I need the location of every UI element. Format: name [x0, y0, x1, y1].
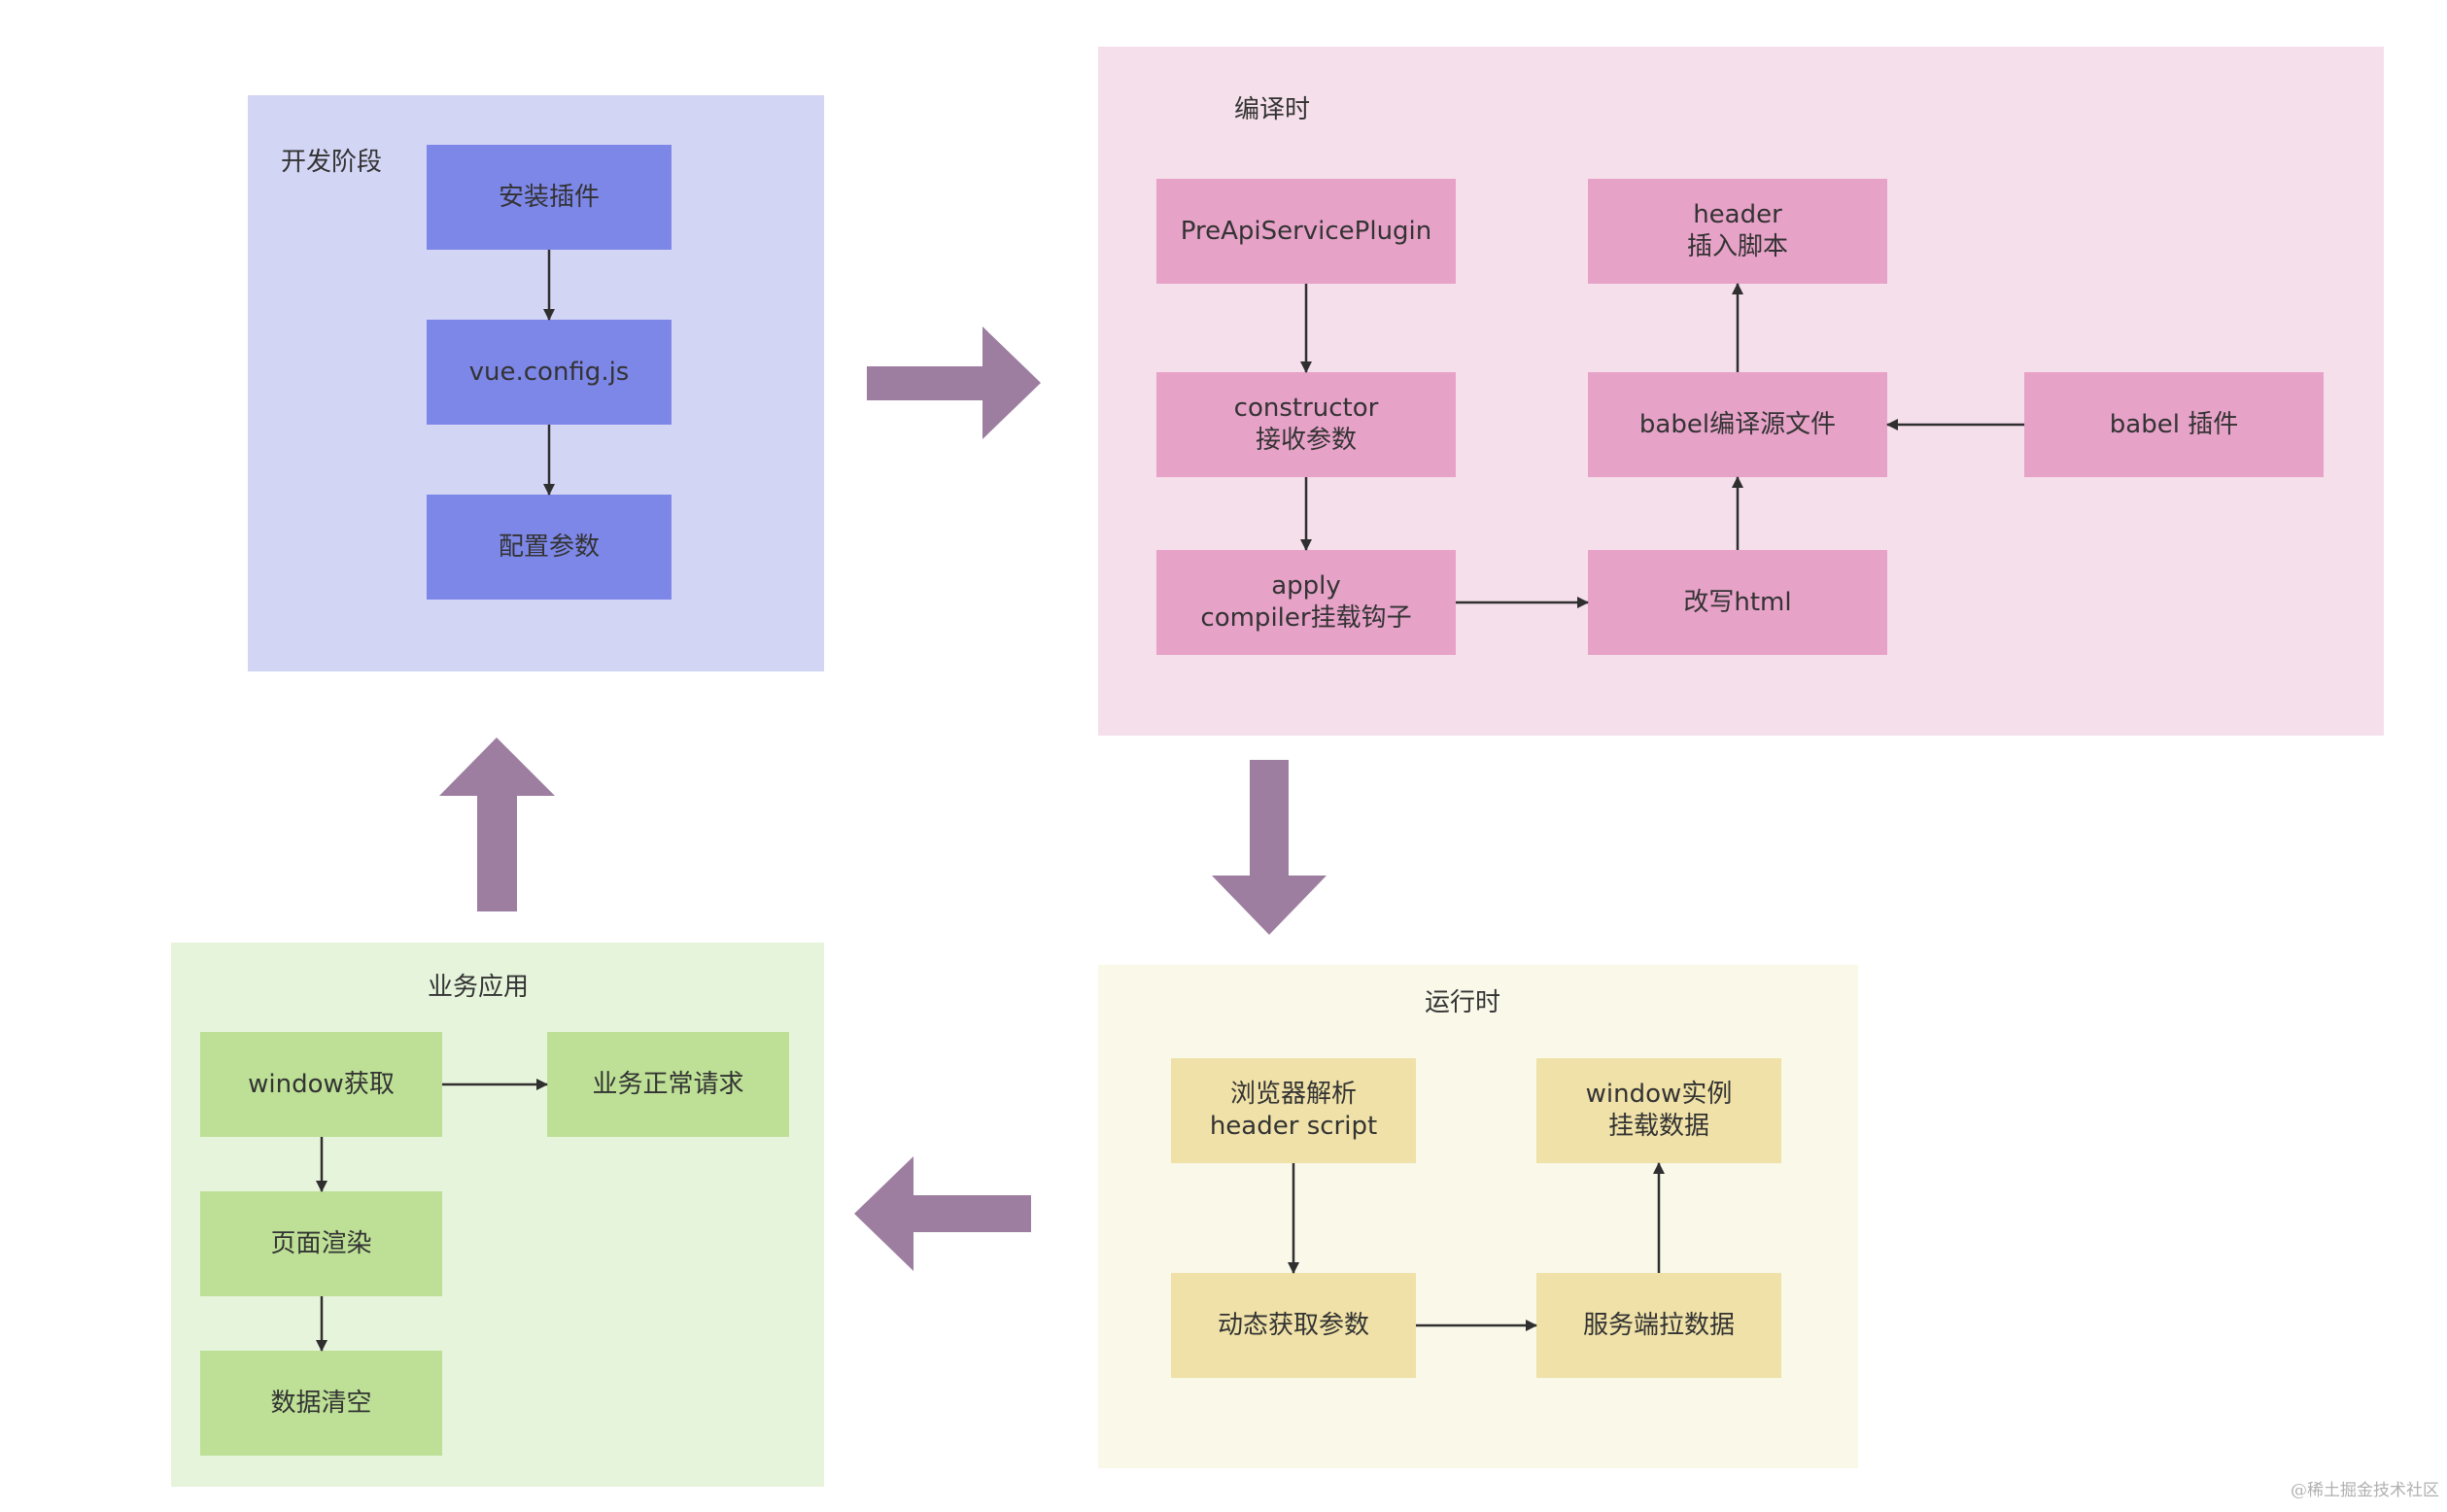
node-label: 数据清空: [270, 1388, 372, 1418]
node-browser-parse[interactable]: 浏览器解析 header script: [1171, 1058, 1416, 1163]
big-arrow-left: [854, 1156, 1031, 1271]
node-install-plugin[interactable]: 安装插件: [427, 145, 672, 250]
group-title-runtime: 运行时: [1425, 988, 1501, 1017]
node-dynamic-params[interactable]: 动态获取参数: [1171, 1273, 1416, 1378]
node-label-line2: 插入脚本: [1686, 232, 1788, 261]
node-data-clear[interactable]: 数据清空: [200, 1351, 442, 1456]
node-vue-config[interactable]: vue.config.js: [427, 320, 672, 425]
big-arrow-down: [1212, 760, 1327, 935]
node-label-line2: 接收参数: [1255, 426, 1357, 455]
node-label-line1: 浏览器解析: [1229, 1080, 1357, 1109]
node-label-line2: header script: [1209, 1112, 1378, 1141]
node-label: 安装插件: [498, 182, 600, 212]
node-label-line1: window实例: [1585, 1080, 1733, 1109]
node-config-params[interactable]: 配置参数: [427, 495, 672, 600]
node-label: 配置参数: [498, 532, 600, 562]
node-label-line1: apply: [1271, 571, 1341, 601]
node-label-line1: constructor: [1233, 394, 1379, 423]
node-rewrite-html[interactable]: 改写html: [1588, 550, 1887, 655]
group-title-business: 业务应用: [428, 973, 530, 1002]
node-label: 改写html: [1683, 587, 1792, 617]
node-pre-api-service-plugin[interactable]: PreApiServicePlugin: [1156, 179, 1456, 284]
node-label-line2: compiler挂载钩子: [1200, 603, 1412, 633]
node-label: babel编译源文件: [1638, 409, 1837, 439]
node-normal-request[interactable]: 业务正常请求: [547, 1032, 789, 1137]
node-label: PreApiServicePlugin: [1180, 216, 1432, 246]
node-babel-plugin[interactable]: babel 插件: [2024, 372, 2324, 477]
node-apply[interactable]: apply compiler挂载钩子: [1156, 550, 1456, 655]
node-label: 服务端拉数据: [1582, 1310, 1735, 1340]
node-label-line1: header: [1693, 200, 1782, 229]
node-server-pull-data[interactable]: 服务端拉数据: [1536, 1273, 1781, 1378]
watermark: @稀土掘金技术社区: [2291, 1481, 2439, 1500]
node-label: vue.config.js: [468, 357, 630, 387]
node-header-insert-script[interactable]: header 插入脚本: [1588, 179, 1887, 284]
node-label: 页面渲染: [270, 1228, 372, 1258]
node-label: window获取: [248, 1069, 395, 1099]
node-label: 动态获取参数: [1217, 1310, 1369, 1340]
node-page-render[interactable]: 页面渲染: [200, 1191, 442, 1296]
group-title-dev: 开发阶段: [281, 148, 383, 177]
node-window-get[interactable]: window获取: [200, 1032, 442, 1137]
big-arrow-up: [439, 738, 555, 911]
group-title-compile: 编译时: [1234, 95, 1311, 124]
node-window-instance[interactable]: window实例 挂载数据: [1536, 1058, 1781, 1163]
node-label: babel 插件: [2109, 409, 2239, 439]
node-constructor[interactable]: constructor 接收参数: [1156, 372, 1456, 477]
group-runtime: [1098, 965, 1858, 1468]
node-babel-compile-source[interactable]: babel编译源文件: [1588, 372, 1887, 477]
node-label: 业务正常请求: [592, 1069, 744, 1099]
big-arrow-right: [867, 326, 1041, 439]
node-label-line2: 挂载数据: [1607, 1112, 1709, 1141]
